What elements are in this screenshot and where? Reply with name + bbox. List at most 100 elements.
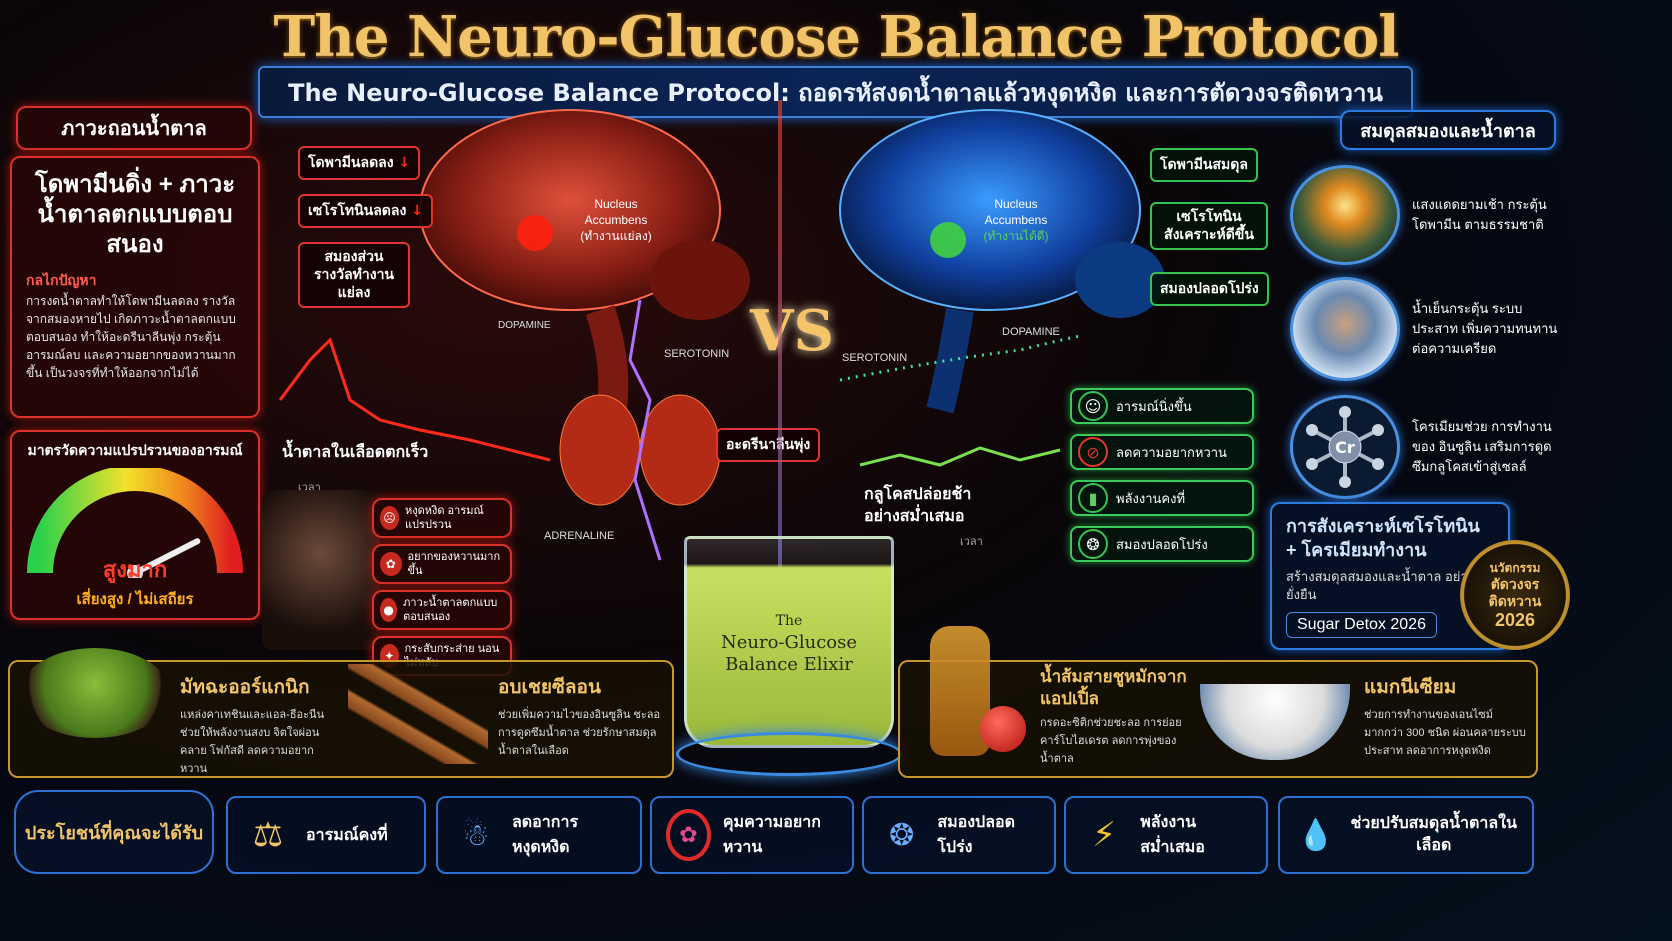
benefit-item: ✿ คุมความอยากหวาน [650, 796, 854, 874]
label-serotonin-down-text: เซโรโทนินลดลง [308, 203, 407, 219]
effect-item: ⊘ ลดความอยากหวาน [1070, 434, 1254, 470]
glass-text-line: The [775, 613, 803, 629]
effect-text: สมองปลอดโปร่ง [1116, 536, 1208, 552]
synthesis-title: การสังเคราะห์เซโรโทนิน + โครเมียมทำงาน [1286, 516, 1480, 560]
symptom-text: หงุดหงิด อารมณ์แปรปรวน [404, 505, 484, 531]
synthesis-tag: Sugar Detox 2026 [1286, 612, 1437, 638]
elixir-glass: The Neuro-Glucose Balance Elixir [676, 536, 902, 780]
label-dopamine-balanced: โดพามีนสมดุล [1150, 148, 1258, 182]
cinnamon-image [348, 664, 488, 764]
benefits-title-box: ประโยชน์ที่คุณจะได้รับ [14, 790, 214, 874]
candy-icon: ✿ [380, 552, 402, 576]
nucleus-good-state: (ทำงานได้ดี) [983, 229, 1049, 243]
benefit-item: ☃ ลดอาการหงุดหงิด [436, 796, 642, 874]
gauge-panel: มาตรวัดความแปรปรวนของอารมณ์ สูงมาก เสี่ย… [10, 430, 260, 620]
nucleus-glow-bad [517, 215, 553, 251]
scale-icon: ⚖ [252, 815, 284, 855]
nucleus-bad-state: (ทำงานแย่ลง) [580, 229, 652, 243]
good-chart-axis: เวลา [960, 536, 983, 548]
apple-image [980, 706, 1026, 752]
benefit-label: คุมความอยากหวาน [722, 814, 821, 856]
benefit-item: ⚖ อารมณ์คงที่ [226, 796, 426, 874]
ingredient-cinnamon: อบเชยซีลอน ช่วยเพิ่มความไวของอินซูลิน ชะ… [498, 672, 668, 760]
benefit-label: ลดอาการหงุดหงิด [511, 814, 579, 856]
sunrise-icon [1290, 165, 1400, 265]
symptom-list: ☹ หงุดหงิด อารมณ์แปรปรวน ✿ อยากของหวานมา… [372, 498, 512, 676]
gauge-needle [132, 538, 201, 576]
ice-bath-icon [1290, 277, 1400, 381]
symptom-item: ● ภาวะน้ำตาลตกแบบตอบสนอง [372, 590, 512, 630]
benefit-label: สมองปลอดโปร่ง [937, 814, 1016, 856]
synthesis-text: สร้างสมดุลสมองและน้ำตาล อย่างยั่งยืน [1286, 569, 1475, 602]
benefit-item: ⚡ พลังงานสม่ำเสมอ [1064, 796, 1268, 874]
good-chart-label: กลูโคสปล่อยช้าอย่างสม่ำเสมอ [864, 486, 972, 525]
problem-panel: โดพามีนดิ่ง + ภาวะน้ำตาลตกแบบตอบสนอง กลไ… [10, 156, 260, 418]
battery-icon: ▮ [1078, 483, 1108, 513]
balance-item: Cr โครเมียมช่วย การทำงานของ อินซูลิน เสร… [1290, 388, 1560, 506]
effect-text: ลดความอยากหวาน [1116, 444, 1227, 460]
benefit-item: ❂ สมองปลอดโปร่ง [862, 796, 1056, 874]
withdrawal-header: ภาวะถอนน้ำตาล [16, 106, 252, 150]
ingredient-text: กรดอะซิติกช่วยชะลอ การย่อยคาร์โบไฮเดรต ล… [1040, 717, 1182, 765]
benefit-item: 💧 ช่วยปรับสมดุลน้ำตาลในเลือด [1278, 796, 1534, 874]
ingredient-name: น้ำส้มสายชูหมักจากแอปเปิ้ล [1040, 667, 1187, 708]
ingredient-text: ช่วยเพิ่มความไวของอินซูลิน ชะลอการดูดซึม… [498, 709, 661, 757]
problem-big-title: โดพามีนดิ่ง + ภาวะน้ำตาลตกแบบตอบสนอง [34, 171, 236, 258]
label-serotonin-better: เซโรโทนินสังเคราะห์ดีขึ้น [1150, 202, 1268, 250]
benefit-label: ช่วยปรับสมดุลน้ำตาลในเลือด [1350, 815, 1517, 854]
water-drop-icon: 💧 [1297, 817, 1335, 853]
serotonin-bad-caption: SEROTONIN [664, 348, 730, 360]
glass-text-line: Neuro-Glucose [720, 632, 858, 653]
label-adrenaline: อะดรีนาลีนพุ่ง [716, 428, 821, 462]
balance-list: แสงแดดยามเช้า กระตุ้นโดพามีน ตามธรรมชาติ… [1290, 160, 1560, 506]
gauge-sub: เสี่ยงสูง / ไม่เสถียร [76, 591, 194, 608]
ingredient-text: ช่วยการทำงานของเอนไซม์ มากกว่า 300 ชนิด … [1364, 709, 1526, 757]
effect-text: พลังงานคงที่ [1116, 490, 1186, 506]
smile-icon: ☺ [1078, 391, 1108, 421]
balance-header: สมดุลสมองและน้ำตาล [1340, 110, 1556, 150]
dopamine-bad-caption: DOPAMINE [498, 320, 551, 331]
nucleus-good: Nucleus Accumbens (ทำงานได้ดี) [968, 196, 1064, 244]
ingredient-magnesium: แมกนีเซียม ช่วยการทำงานของเอนไซม์ มากกว่… [1364, 672, 1534, 760]
head-brain-icon: ☃ [462, 817, 490, 853]
distressed-woman-image [262, 490, 380, 650]
svg-text:Cr: Cr [1335, 438, 1355, 457]
adrenaline-caption: ADRENALINE [544, 530, 615, 542]
gauge-title: มาตรวัดความแปรปรวนของอารมณ์ [27, 442, 243, 458]
mechanism-text: การงดน้ำตาลทำให้โดพามีนลดลง รางวัลจากสมอ… [26, 294, 236, 380]
glass-text-line: Balance Elixir [725, 654, 853, 675]
balance-header-label: สมดุลสมองและน้ำตาล [1360, 120, 1536, 141]
label-serotonin-down: เซโรโทนินลดลง ↓ [298, 194, 433, 228]
brain-icon: ❂ [1078, 529, 1108, 559]
badge-line3: ติดหวาน [1488, 593, 1542, 609]
nucleus-bad-name: Nucleus Accumbens [584, 197, 648, 227]
benefit-label: พลังงานสม่ำเสมอ [1140, 814, 1205, 856]
chromium-icon: Cr [1290, 395, 1400, 499]
badge-line1: นวัตกรรม [1489, 561, 1541, 575]
effect-text: อารมณ์นิ่งขึ้น [1116, 398, 1192, 414]
mechanism-title: กลไกปัญหา [26, 272, 97, 288]
benefit-label: อารมณ์คงที่ [306, 826, 388, 844]
label-reward-worse: สมองส่วนรางวัลทำงานแย่ลง [298, 242, 410, 308]
withdrawal-header-label: ภาวะถอนน้ำตาล [61, 118, 207, 140]
good-brain-illustration [839, 109, 1165, 467]
ingredient-text: แหล่งคาเทชินและแอล-ธีอะนีน ช่วยให้พลังงา… [180, 709, 325, 775]
vs-label: VS [750, 298, 834, 364]
symptom-item: ✿ อยากของหวานมากขึ้น [372, 544, 512, 584]
label-clear-brain: สมองปลอดโปร่ง [1150, 272, 1269, 306]
effect-item: ▮ พลังงานคงที่ [1070, 480, 1254, 516]
benefits-title: ประโยชน์ที่คุณจะได้รับ [24, 822, 204, 843]
effect-list: ☺ อารมณ์นิ่งขึ้น ⊘ ลดความอยากหวาน ▮ พลัง… [1070, 388, 1254, 562]
label-dopamine-down: โดพามีนลดลง ↓ [298, 146, 421, 180]
mood-gauge [27, 465, 243, 581]
balance-item: แสงแดดยามเช้า กระตุ้นโดพามีน ตามธรรมชาติ [1290, 160, 1560, 270]
nucleus-bad: Nucleus Accumbens (ทำงานแย่ลง) [568, 196, 664, 244]
center-divider [778, 100, 782, 660]
badge-year: 2026 [1494, 610, 1536, 630]
ingredient-matcha: มัทฉะออร์แกนิก แหล่งคาเทชินและแอล-ธีอะนี… [180, 672, 340, 778]
serotonin-good-caption: SEROTONIN [842, 352, 908, 364]
arrow-down-icon: ↓ [411, 203, 423, 219]
effect-item: ☺ อารมณ์นิ่งขึ้น [1070, 388, 1254, 424]
subtitle-text: The Neuro-Glucose Balance Protocol: ถอดร… [288, 78, 1383, 107]
ingredient-name: แมกนีเซียม [1364, 677, 1457, 698]
